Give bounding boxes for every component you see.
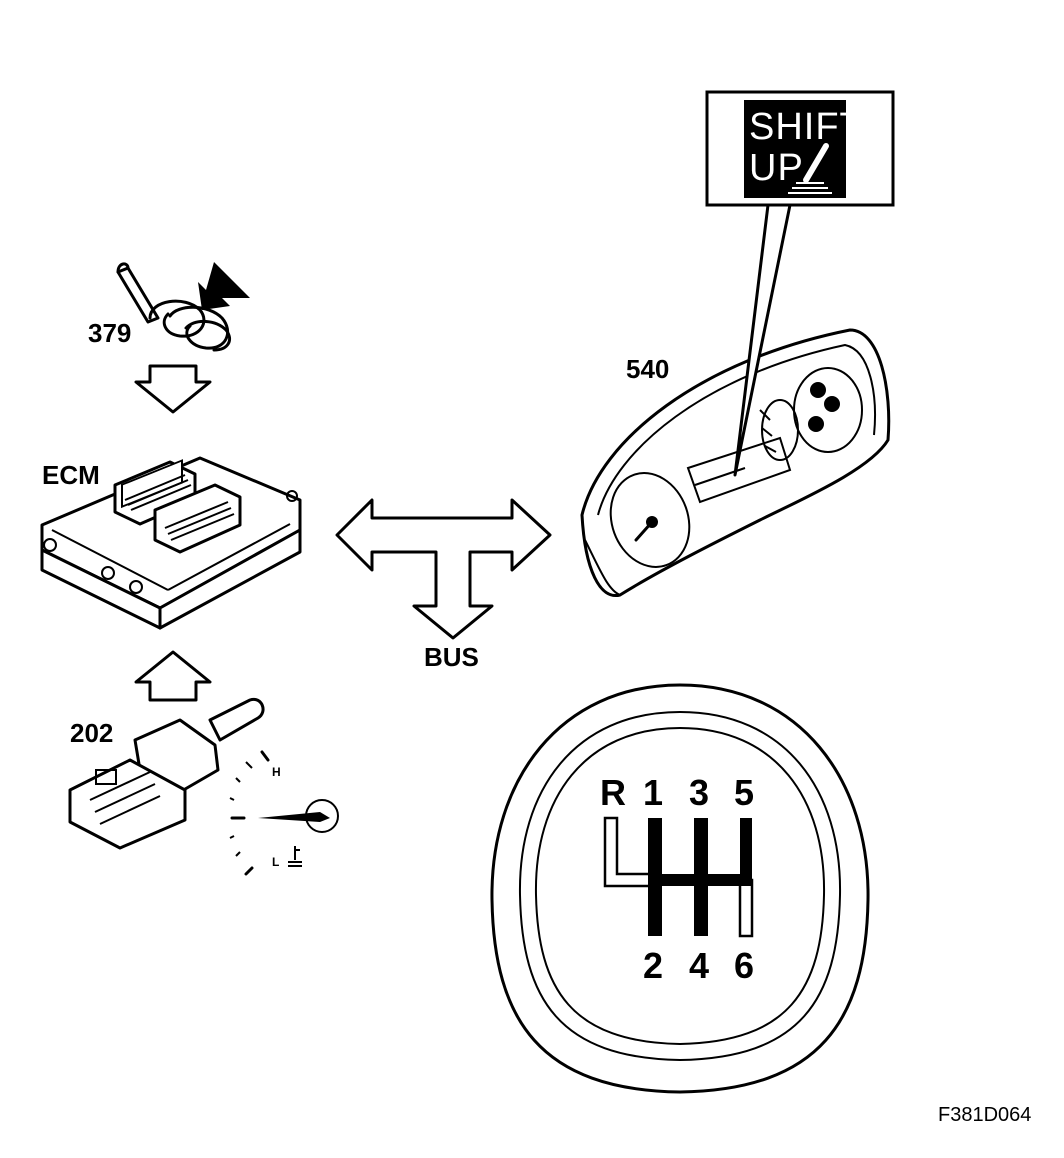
label-bus: BUS [424, 642, 479, 672]
bus-bidirectional-arrow-icon [335, 498, 552, 640]
shift-pattern: R 1 3 5 2 4 6 [600, 772, 754, 986]
gauge-high-mark: H [272, 765, 281, 779]
gauge-low-mark: L [272, 855, 279, 869]
gauge-needle [258, 812, 330, 822]
gear-3: 3 [689, 772, 709, 813]
shift-text: SHIFT [749, 106, 864, 148]
gear-4: 4 [689, 945, 709, 986]
gear-6: 6 [734, 945, 754, 986]
gear-1: 1 [643, 772, 663, 813]
pointer-arrow-icon [198, 262, 250, 310]
label-202: 202 [70, 718, 113, 748]
shift-up-indicator [744, 100, 846, 198]
up-text: UP [749, 147, 804, 189]
ecm-module [40, 456, 302, 630]
coolant-temperature-sensor-202 [68, 697, 265, 850]
figure-code: F381D064 [938, 1104, 1031, 1126]
label-540: 540 [626, 354, 669, 384]
gear-r: R [600, 772, 626, 813]
temperature-gauge: H L [229, 750, 339, 876]
gear-2: 2 [643, 945, 663, 986]
label-379: 379 [88, 318, 131, 348]
gear-knob [490, 683, 870, 1094]
label-ecm: ECM [42, 460, 100, 490]
coolant-temperature-icon [288, 846, 302, 867]
gear-lever-icon [788, 143, 832, 194]
gear-5: 5 [734, 772, 754, 813]
down-arrow-icon [134, 364, 212, 414]
clutch-pedal-switch-379 [116, 262, 231, 352]
up-arrow-icon [134, 650, 212, 702]
shift-up-callout: SHIFT UP [705, 90, 895, 477]
